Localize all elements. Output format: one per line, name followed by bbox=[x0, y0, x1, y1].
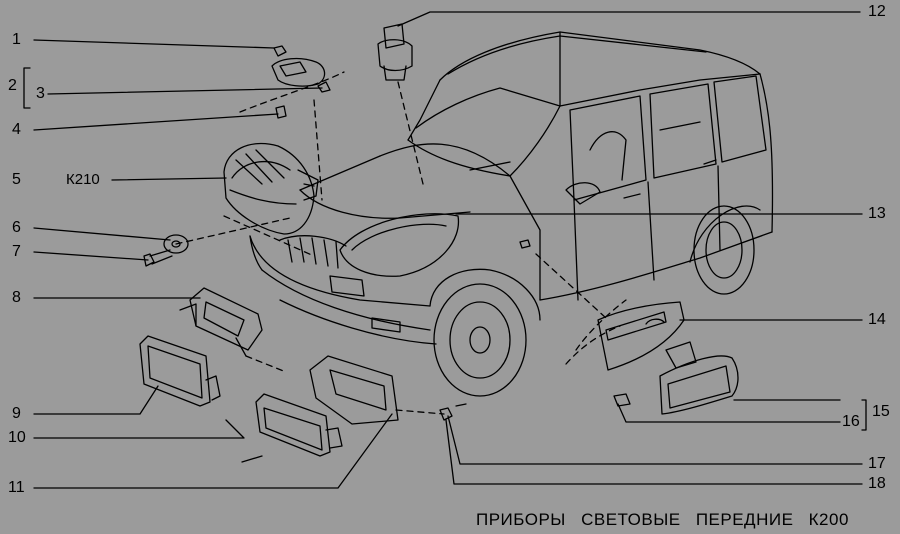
fog-lamp-bracket-upper bbox=[179, 287, 263, 357]
fog-lamp-left bbox=[139, 335, 221, 407]
part-number-6: 6 bbox=[12, 219, 21, 236]
side-lamp-assembly bbox=[613, 341, 739, 415]
screw-17 bbox=[455, 403, 467, 407]
part-number-17: 17 bbox=[868, 455, 886, 472]
part-number-8: 8 bbox=[12, 289, 21, 306]
headlamp-k210 bbox=[223, 142, 319, 235]
part-number-15: 15 bbox=[872, 403, 890, 420]
screw-18 bbox=[439, 407, 453, 421]
part-number-11: 11 bbox=[8, 479, 25, 496]
washer-and-bolt bbox=[143, 234, 189, 267]
part-number-7: 7 bbox=[12, 243, 21, 260]
fog-lamp-right-and-bracket bbox=[241, 355, 399, 463]
car-body-outline bbox=[249, 31, 774, 397]
bulb-holder-group bbox=[239, 45, 345, 119]
part-number-14: 14 bbox=[868, 311, 886, 328]
part-number-1: 1 bbox=[12, 31, 21, 48]
part-number-12: 12 bbox=[868, 3, 886, 20]
diagram-title: ПРИБОРЫ СВЕТОВЫЕ ПЕРЕДНИЕ К200 bbox=[476, 510, 849, 529]
assembly-guides bbox=[175, 81, 627, 415]
part-number-9: 9 bbox=[12, 405, 21, 422]
part-number-3: 3 bbox=[36, 85, 45, 102]
part-number-10: 10 bbox=[8, 429, 26, 446]
part-number-5: 5 bbox=[12, 171, 21, 188]
leader-lines bbox=[23, 11, 867, 489]
part-number-16: 16 bbox=[842, 413, 860, 430]
part-number-2: 2 bbox=[8, 77, 17, 94]
part-code-k210: К210 bbox=[66, 171, 100, 188]
part-number-13: 13 bbox=[868, 205, 886, 222]
part-number-18: 18 bbox=[868, 475, 886, 492]
part-number-4: 4 bbox=[12, 121, 21, 138]
socket-top bbox=[377, 23, 413, 81]
